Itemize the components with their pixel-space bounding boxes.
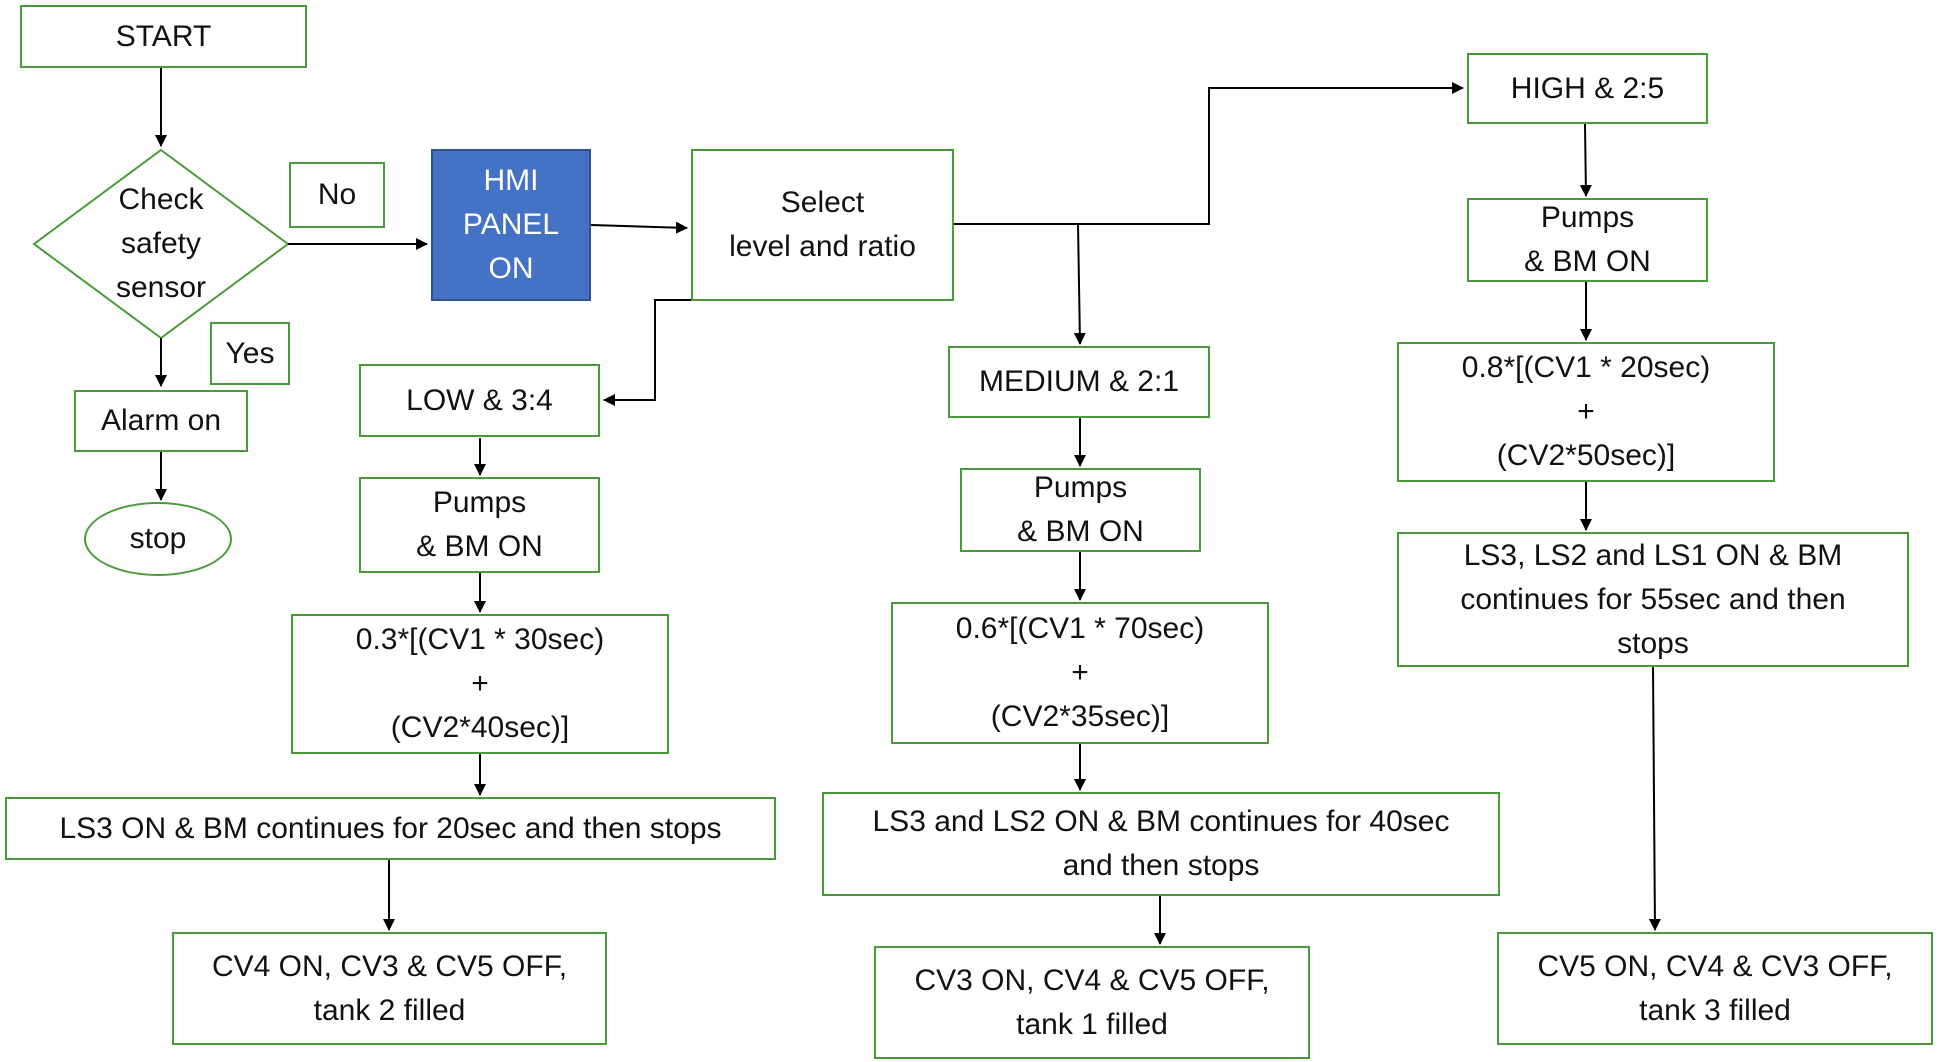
high-title-box: HIGH & 2:5 <box>1467 53 1708 124</box>
medium-ls-line-2: and then stops <box>1062 849 1260 882</box>
medium-result-line-1: CV3 ON, CV4 & CV5 OFF, <box>914 963 1270 997</box>
low-formula-box: 0.3*[(CV1 * 30sec) + (CV2*40sec)] <box>291 614 669 754</box>
high-pumps-line-1: Pumps <box>1540 201 1635 234</box>
stop-terminal: stop <box>84 502 232 576</box>
high-ls-box: LS3, LS2 and LS1 ON & BM continues for 5… <box>1397 532 1909 667</box>
low-formula-line-3: (CV2*40sec)] <box>390 711 570 744</box>
select-box: Select level and ratio <box>691 149 954 301</box>
medium-title: MEDIUM & 2:1 <box>978 365 1180 398</box>
low-pumps-box: Pumps & BM ON <box>359 477 600 573</box>
medium-pumps-box: Pumps & BM ON <box>960 468 1201 552</box>
hmi-panel-box: HMI PANEL ON <box>431 149 591 301</box>
decision-label: Check safety sensor <box>61 174 261 314</box>
low-pumps-line-2: & BM ON <box>416 530 543 563</box>
alarm-label: Alarm on <box>100 404 222 437</box>
low-result-box: CV4 ON, CV3 & CV5 OFF, tank 2 filled <box>172 932 607 1045</box>
low-formula-line-2: + <box>471 667 489 700</box>
medium-ls-line-1: LS3 and LS2 ON & BM continues for 40sec <box>872 805 1450 838</box>
high-ls-line-2: continues for 55sec and then <box>1460 582 1846 616</box>
no-label-box: No <box>289 162 385 228</box>
arrow-hmi-to-select <box>590 221 688 234</box>
medium-formula-line-2: + <box>1071 656 1089 689</box>
medium-formula-line-3: (CV2*35sec)] <box>990 700 1170 733</box>
select-line-2: level and ratio <box>729 230 916 263</box>
high-result-line-1: CV5 ON, CV4 & CV3 OFF, <box>1537 949 1893 983</box>
arrow-high-title-to-pumps <box>1579 123 1592 197</box>
high-formula-line-1: 0.8*[(CV1 * 20sec) <box>1461 351 1711 384</box>
high-pumps-box: Pumps & BM ON <box>1467 198 1708 282</box>
low-formula-line-1: 0.3*[(CV1 * 30sec) <box>355 623 605 656</box>
high-result-box: CV5 ON, CV4 & CV3 OFF, tank 3 filled <box>1497 932 1933 1045</box>
high-pumps-line-2: & BM ON <box>1524 245 1651 278</box>
medium-result-box: CV3 ON, CV4 & CV5 OFF, tank 1 filled <box>874 946 1310 1059</box>
low-result-line-2: tank 2 filled <box>313 993 466 1027</box>
high-formula-line-2: + <box>1577 395 1595 428</box>
high-title: HIGH & 2:5 <box>1510 71 1665 105</box>
decision-line-1: Check <box>118 183 204 216</box>
low-ls-box: LS3 ON & BM continues for 20sec and then… <box>5 797 776 860</box>
select-line-1: Select <box>780 186 865 219</box>
decision-line-3: sensor <box>115 271 207 304</box>
decision-line-2: safety <box>120 227 202 260</box>
medium-ls-box: LS3 and LS2 ON & BM continues for 40sec … <box>822 792 1500 896</box>
low-ls-line-1: LS3 ON & BM continues for 20sec and then… <box>59 811 722 845</box>
medium-pumps-line-2: & BM ON <box>1017 515 1144 548</box>
start-box: START <box>20 5 307 68</box>
hmi-line-2: PANEL <box>462 208 560 241</box>
arrow-select-to-high <box>953 82 1464 225</box>
medium-formula-line-1: 0.6*[(CV1 * 70sec) <box>955 612 1205 645</box>
hmi-line-1: HMI <box>483 164 539 197</box>
high-formula-box: 0.8*[(CV1 * 20sec) + (CV2*50sec)] <box>1397 342 1775 482</box>
low-result-line-1: CV4 ON, CV3 & CV5 OFF, <box>211 949 568 983</box>
yes-label-box: Yes <box>210 322 290 385</box>
stop-label: stop <box>129 522 187 555</box>
arrow-select-to-medium <box>1073 223 1086 345</box>
low-title-box: LOW & 3:4 <box>359 364 600 437</box>
high-ls-line-1: LS3, LS2 and LS1 ON & BM <box>1463 538 1843 572</box>
low-pumps-line-1: Pumps <box>432 486 527 519</box>
arrow-high-ls-to-result <box>1648 666 1661 931</box>
arrow-select-to-low <box>603 299 693 406</box>
medium-formula-box: 0.6*[(CV1 * 70sec) + (CV2*35sec)] <box>891 602 1269 744</box>
medium-pumps-line-1: Pumps <box>1033 471 1128 504</box>
medium-title-box: MEDIUM & 2:1 <box>948 346 1210 418</box>
high-result-line-2: tank 3 filled <box>1639 993 1791 1027</box>
no-label: No <box>317 178 357 211</box>
alarm-box: Alarm on <box>74 390 248 452</box>
medium-result-line-2: tank 1 filled <box>1016 1007 1168 1041</box>
hmi-line-3: ON <box>488 252 534 285</box>
low-title: LOW & 3:4 <box>406 383 553 417</box>
start-label: START <box>115 19 212 53</box>
high-ls-line-3: stops <box>1617 626 1689 660</box>
yes-label: Yes <box>225 336 275 370</box>
high-formula-line-3: (CV2*50sec)] <box>1496 439 1676 472</box>
